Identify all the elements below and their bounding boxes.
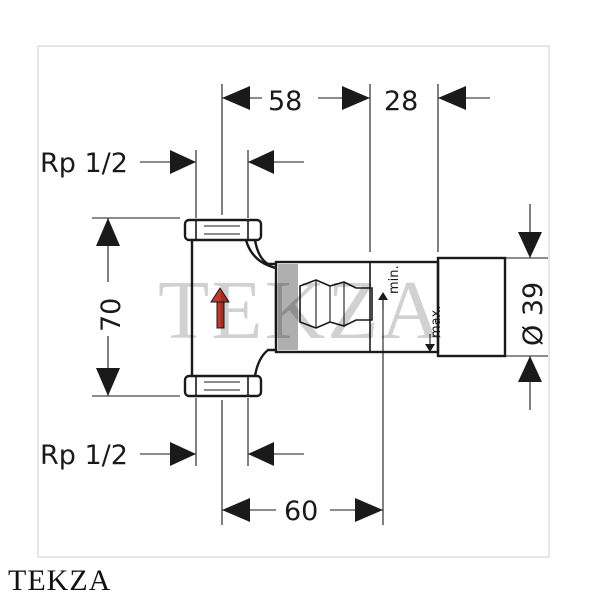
valve-body: [183, 218, 507, 398]
dimension-line-bottom: [222, 498, 383, 522]
dimension-line-top: [222, 86, 490, 110]
dimension-diameter-39: Ø 39: [518, 282, 549, 346]
depth-label-min: min.: [387, 265, 402, 294]
dimension-58: 58: [268, 86, 302, 117]
thread-label-bottom: Rp 1/2: [40, 440, 128, 471]
brand-logo-text: TEKZA: [8, 564, 112, 597]
extension-lines: [92, 84, 548, 525]
thread-label-top: Rp 1/2: [40, 148, 128, 179]
dimension-line-thread-top: [140, 150, 304, 174]
dimension-line-diameter: [518, 204, 542, 410]
watermark: TEKZA: [158, 264, 443, 357]
dimension-line-height: [96, 218, 120, 396]
dimension-70: 70: [96, 298, 127, 332]
drawing-frame: [37, 45, 550, 558]
dimension-60: 60: [284, 496, 318, 527]
dimension-line-thread-bottom: [140, 442, 304, 466]
depth-label-max: max.: [429, 306, 444, 338]
dimension-28: 28: [384, 86, 418, 117]
flow-direction-arrow-icon: [210, 287, 230, 329]
